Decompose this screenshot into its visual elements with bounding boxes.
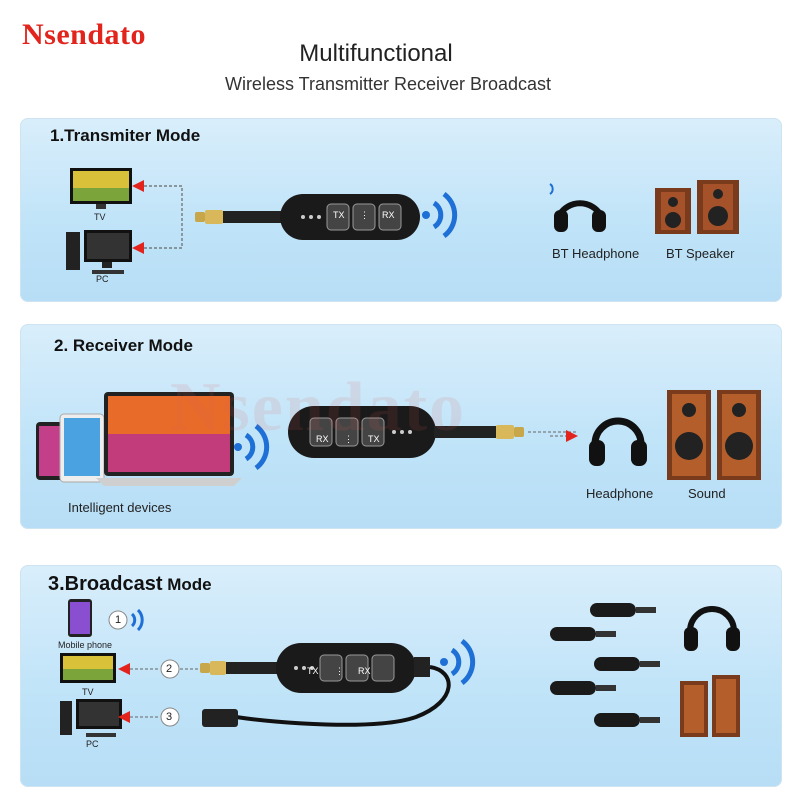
intelligent-devices-label: Intelligent devices <box>68 500 172 515</box>
mobile-phone-label: Mobile phone <box>58 640 113 650</box>
broadcast-mode-title-suffix: Mode <box>162 575 212 594</box>
output-arrow <box>550 430 578 442</box>
broadcast-receivers <box>550 603 740 737</box>
mid-button: ⋮ <box>335 666 344 676</box>
tv-label: TV <box>94 212 106 222</box>
bt-speaker-label: BT Speaker <box>666 246 735 261</box>
tv-label: TV <box>82 687 94 697</box>
transmitter-device <box>195 194 420 240</box>
tx-button: TX <box>333 210 345 220</box>
pc-label: PC <box>96 274 109 284</box>
pc-label: PC <box>86 739 99 749</box>
tv-icon <box>70 168 132 209</box>
mid-button: ⋮ <box>360 210 369 220</box>
broadcast-mode-title: 3.Broadcast Mode <box>48 573 212 596</box>
headphone-icon <box>589 417 647 466</box>
broadcast-mode-title-main: 3.Broadcast <box>48 573 163 595</box>
headphone-label: Headphone <box>586 486 654 501</box>
receiver-device <box>288 406 578 458</box>
wireless-signal-icon <box>422 191 458 239</box>
rx-button: RX <box>316 434 329 444</box>
bt-headphone-icon <box>549 183 606 232</box>
step-2-label: 2 <box>166 663 173 675</box>
page-subtitle: Wireless Transmitter Receiver Broadcast <box>224 74 552 94</box>
step-3-label: 3 <box>166 711 173 723</box>
rx-button: RX <box>358 666 371 676</box>
transmitter-mode-title: 1.Transmiter Mode <box>50 126 201 145</box>
pc-icon <box>60 699 122 737</box>
bt-headphone-label: BT Headphone <box>552 246 640 261</box>
broadcast-device <box>200 643 451 727</box>
wireless-signal-icon <box>234 423 270 471</box>
broadcast-connectors <box>118 659 198 727</box>
step-1-label: 1 <box>115 614 122 626</box>
sound-label: Sound <box>688 486 726 501</box>
tx-button: TX <box>307 666 319 676</box>
wireless-signal-icon <box>440 638 476 686</box>
pc-icon <box>66 230 132 274</box>
source-connector <box>132 180 183 254</box>
receiver-mode-panel: 2. Receiver Mode Intelligent devices RX … <box>20 324 782 529</box>
page-title: Multifunctional <box>299 40 453 67</box>
step-1-marker <box>108 608 144 632</box>
broadcast-mode-panel: 3.Broadcast Mode Mobile phone 1 TV PC 2 <box>20 565 782 787</box>
sound-speaker-icon <box>667 390 761 480</box>
tv-icon <box>60 653 116 683</box>
bt-speaker-icon <box>655 180 739 234</box>
intelligent-devices-icon <box>36 392 242 486</box>
tx-button: TX <box>368 434 380 444</box>
rx-button: RX <box>382 210 395 220</box>
receiver-mode-title: 2. Receiver Mode <box>54 336 193 355</box>
mid-button: ⋮ <box>344 434 353 444</box>
mobile-phone-icon <box>68 599 92 637</box>
watermark: Nsendato <box>170 369 467 446</box>
brand-logo: Nsendato <box>22 18 147 51</box>
transmitter-mode-panel: 1.Transmiter Mode TV PC TX ⋮ RX <box>20 118 782 302</box>
